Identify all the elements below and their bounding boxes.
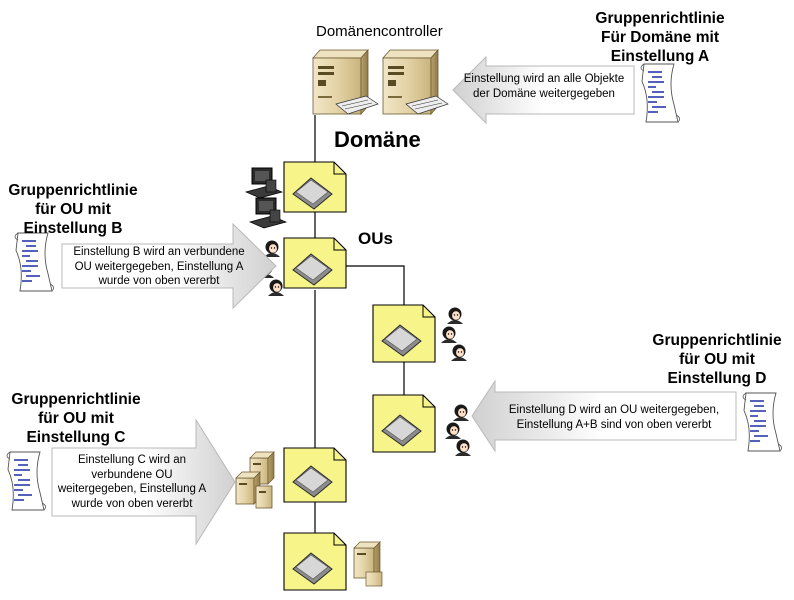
- policy-d-arrow-line: Einstellung A+B sind von oben vererbt: [516, 418, 712, 431]
- ou-folder-icon: [283, 532, 347, 591]
- domain-label: Domäne: [334, 127, 421, 152]
- policy-c-arrow-line: Einstellung C wird an: [77, 454, 187, 466]
- domain-controller-label: Domänencontroller: [316, 23, 443, 40]
- policy-arrow-c: [51, 418, 236, 546]
- user-icon: [441, 326, 457, 343]
- policy-d-title-line: Gruppenrichtlinie: [652, 332, 782, 349]
- policy-b-title-line: für OU mit: [35, 201, 111, 218]
- policy-arrow-b: [61, 222, 277, 310]
- policy-b-title-line: Gruppenrichtlinie: [8, 182, 138, 199]
- policy-document-icon: [640, 63, 680, 123]
- user-icon: [445, 422, 461, 439]
- policy-a-arrow-text: Einstellung wird an alle Objekte der Dom…: [456, 72, 632, 101]
- server-icon: [312, 48, 379, 116]
- policy-a-title-line: Für Domäne mit: [601, 29, 719, 46]
- server-icon: [353, 541, 383, 587]
- user-icon: [447, 307, 463, 324]
- computer-icon: [244, 167, 284, 199]
- computer-icon: [248, 197, 288, 229]
- policy-documents: [6, 63, 782, 511]
- user-icon: [268, 279, 284, 296]
- policy-c-arrow-line: verbundene OU: [91, 468, 173, 481]
- policy-document-icon: [6, 451, 46, 511]
- user-icon: [453, 404, 469, 421]
- policy-b-arrow-text: Einstellung B wird an verbundene OU weit…: [62, 245, 256, 289]
- user-icon: [451, 344, 467, 361]
- policy-a-title: Gruppenrichtlinie Für Domäne mit Einstel…: [590, 9, 730, 66]
- policy-d-title-line: Einstellung D: [667, 370, 767, 387]
- policy-b-title-line: Einstellung B: [23, 220, 123, 237]
- policy-b-arrow-line: Einstellung B wird an verbundene: [73, 246, 245, 258]
- policy-c-arrow-line: wurde von oben vererbt: [71, 497, 193, 510]
- user-icon: [455, 439, 471, 456]
- policy-document-icon: [14, 232, 54, 292]
- policy-a-arrow-line: der Domäne weitergegeben: [473, 87, 615, 100]
- policy-d-arrow-line: Einstellung D wird an OU weitergegeben,: [508, 404, 720, 416]
- policy-b-title: Gruppenrichtlinie für OU mit Einstellung…: [0, 181, 146, 238]
- policy-arrow-d: [471, 379, 737, 453]
- policy-a-title-line: Gruppenrichtlinie: [595, 10, 725, 27]
- policy-d-arrow-text: Einstellung D wird an OU weitergegeben, …: [494, 403, 734, 432]
- policy-b-arrow-line: wurde von oben vererbt: [98, 275, 220, 287]
- policy-b-arrow-line: OU weitergegeben, Einstellung A: [74, 260, 244, 273]
- users-icon-groups: [258, 240, 471, 456]
- policy-d-title-line: für OU mit: [679, 351, 755, 368]
- server-icon: [235, 451, 275, 509]
- user-icon: [264, 240, 280, 257]
- policy-document-icon: [742, 392, 782, 452]
- ou-folder-icon: [372, 304, 436, 363]
- ou-folder-icon: [283, 161, 347, 213]
- tree-lines: [314, 115, 405, 533]
- server-icon: [382, 48, 449, 116]
- policy-arrow-a: [452, 55, 635, 125]
- ous-label: OUs: [358, 229, 393, 248]
- ou-folder-icon: [283, 447, 347, 503]
- policy-d-title: Gruppenrichtlinie für OU mit Einstellung…: [644, 331, 790, 388]
- policy-c-title-line: Gruppenrichtlinie: [11, 391, 141, 408]
- policy-c-title-line: Einstellung C: [26, 429, 126, 446]
- ou-folder-icon: [283, 237, 347, 289]
- policy-a-arrow-line: Einstellung wird an alle Objekte: [463, 73, 625, 85]
- policy-c-title: Gruppenrichtlinie für OU mit Einstellung…: [4, 390, 148, 447]
- policy-c-arrow-line: weitergegeben, Einstellung A: [57, 483, 207, 495]
- policy-c-arrow-text: Einstellung C wird an verbundene OU weit…: [52, 453, 212, 511]
- ou-folder-icon: [372, 394, 436, 453]
- policy-c-title-line: für OU mit: [38, 410, 114, 427]
- policy-a-title-line: Einstellung A: [610, 48, 710, 65]
